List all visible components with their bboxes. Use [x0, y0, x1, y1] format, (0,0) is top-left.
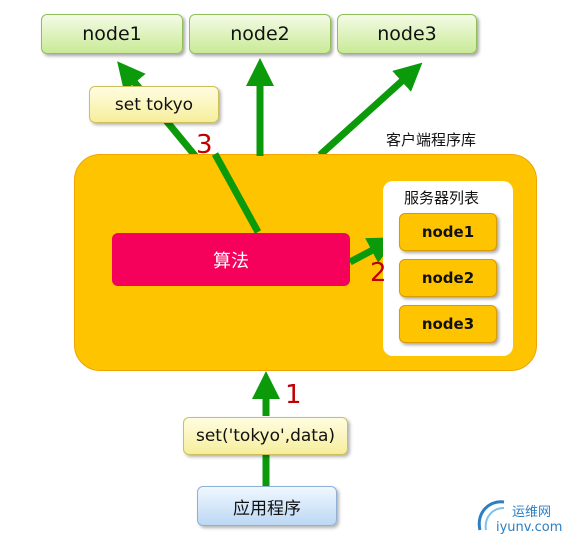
watermark-url: iyunv.com [496, 520, 563, 535]
server-node-3: node3 [399, 305, 497, 343]
set-tokyo-label: set tokyo [89, 86, 219, 123]
watermark-name: 运维网 [512, 505, 552, 520]
top-node-2: node2 [189, 14, 331, 54]
arrow-3-overlay [211, 152, 262, 234]
step-number-3: 3 [196, 130, 213, 160]
server-list-title: 服务器列表 [404, 189, 480, 207]
arrow-2-overlay [348, 237, 397, 266]
server-node-2: node2 [399, 259, 497, 297]
arrow-to-node3 [317, 62, 423, 158]
server-node-1: node1 [399, 213, 497, 251]
request-box: set('tokyo',data) [183, 417, 348, 455]
watermark-logo-icon [477, 500, 505, 531]
client-library-label: 客户端程序库 [386, 131, 477, 149]
step-number-1: 1 [285, 380, 302, 410]
application-box: 应用程序 [197, 486, 337, 526]
top-node-3: node3 [337, 14, 477, 54]
step-number-2: 2 [370, 258, 387, 288]
algorithm-box: 算法 [112, 233, 350, 286]
top-node-1: node1 [41, 14, 183, 54]
